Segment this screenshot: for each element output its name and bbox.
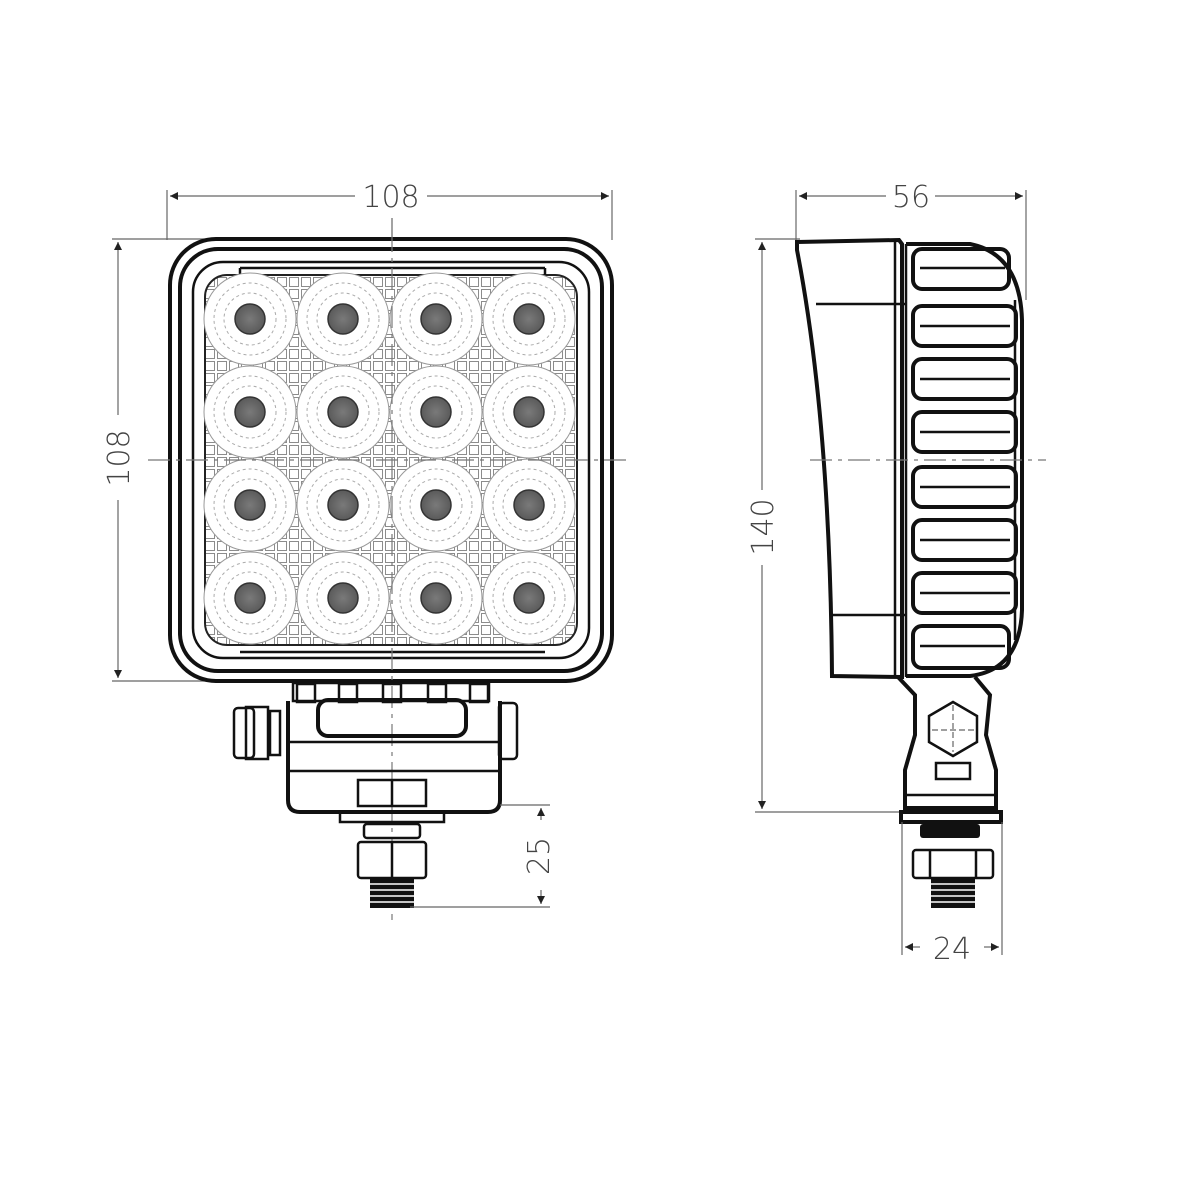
side-view: 56 140: [746, 180, 1046, 967]
dim-label-depth: 56: [892, 180, 930, 215]
side-bracket: [896, 675, 1003, 908]
front-bracket: [232, 681, 519, 908]
dim-side-depth: 56: [795, 180, 1027, 300]
dim-label-overall-height: 140: [746, 498, 781, 555]
dim-bolt-length: 25: [410, 804, 557, 908]
dim-front-width: 108: [166, 180, 613, 240]
dim-bracket-width: 24: [901, 822, 1003, 967]
dim-front-height: 108: [102, 238, 230, 682]
thread-front: [370, 878, 414, 908]
dim-side-height: 140: [746, 238, 905, 813]
dim-label-width: 108: [362, 180, 419, 215]
dim-label-bracket-width: 24: [933, 932, 971, 967]
heatsink-fins: [911, 247, 1018, 670]
led-array: [203, 272, 576, 645]
thread-side: [931, 878, 975, 908]
front-view: 108 108: [102, 180, 632, 920]
dim-label-height: 108: [102, 429, 137, 486]
dim-label-bolt-length: 25: [522, 837, 557, 875]
